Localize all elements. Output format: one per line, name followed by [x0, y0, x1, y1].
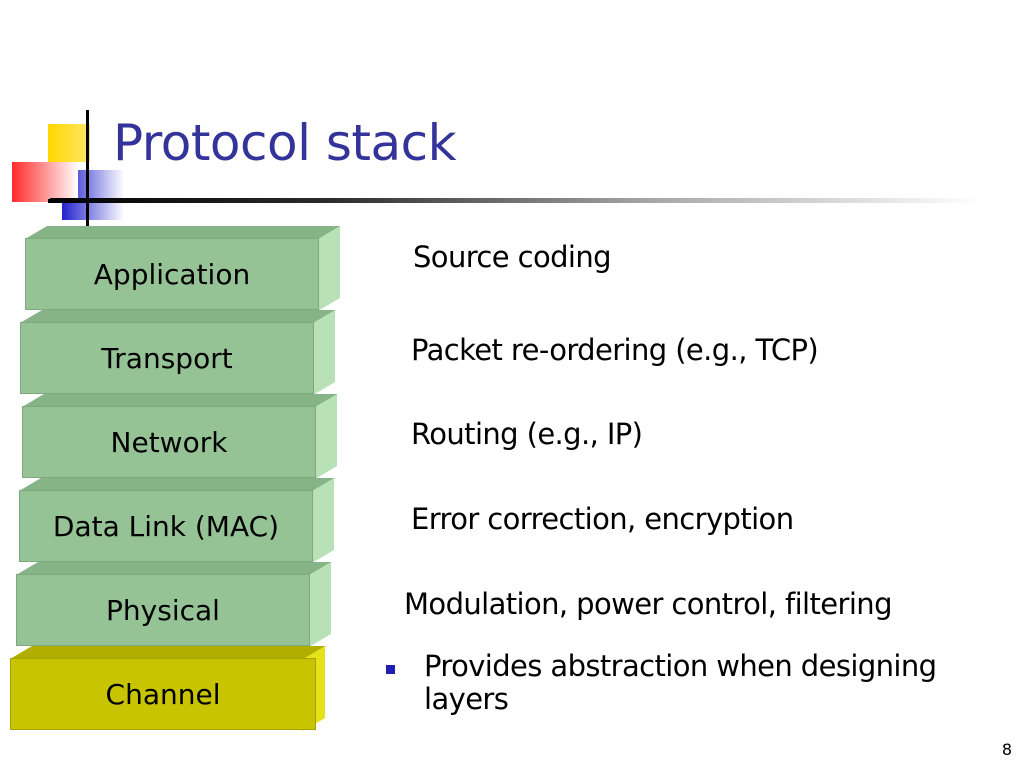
logo-red-square [12, 162, 78, 202]
slide-title: Protocol stack [113, 114, 457, 172]
layer-top-face [10, 646, 326, 659]
bullet-square-icon [386, 665, 395, 674]
layer-top-face [20, 310, 336, 323]
layer-description-transport: Packet re-ordering (e.g., TCP) [411, 333, 819, 367]
layer-label: Network [22, 406, 316, 478]
layer-top-face [25, 226, 341, 239]
layer-side-face [315, 394, 337, 479]
bullet-text: Provides abstraction when designing laye… [424, 649, 937, 716]
title-divider [50, 198, 980, 203]
layer-description-network: Routing (e.g., IP) [411, 417, 643, 451]
layer-label: Channel [10, 658, 316, 730]
layer-label: Application [25, 238, 319, 310]
layer-description-physical: Modulation, power control, filtering [404, 587, 892, 621]
layer-top-face [16, 562, 332, 575]
slide-logo [12, 110, 124, 228]
logo-vertical-line [86, 110, 89, 228]
layer-description-application: Source coding [413, 240, 612, 274]
layer-label: Transport [20, 322, 314, 394]
layer-top-face [22, 394, 338, 407]
layer-label: Physical [16, 574, 310, 646]
layer-side-face [309, 562, 331, 647]
layer-side-face [313, 310, 335, 395]
page-number: 8 [1001, 740, 1012, 759]
layer-side-face [312, 478, 334, 563]
layer-side-face [318, 226, 340, 311]
layer-label: Data Link (MAC) [19, 490, 313, 562]
logo-yellow-square [48, 124, 90, 162]
layer-description-data-link: Error correction, encryption [411, 502, 794, 536]
layer-top-face [19, 478, 335, 491]
